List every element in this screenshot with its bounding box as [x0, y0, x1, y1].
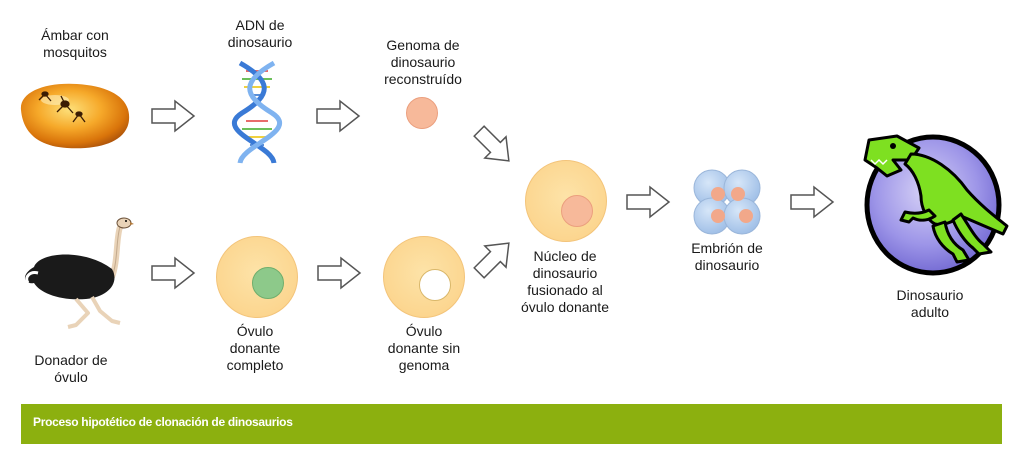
arrow-amber-to-dna: [151, 99, 196, 133]
label-dna: ADN de dinosaurio: [227, 17, 293, 50]
label-ostrich: Donador de óvulo: [34, 352, 108, 385]
ovum-empty-hole: [419, 269, 451, 301]
ovum-empty-cell: [383, 236, 465, 318]
fused-nucleus: [561, 195, 593, 227]
label-ovum-complete: Óvulo donante completo: [226, 323, 284, 373]
ovum-complete-cell: [216, 236, 298, 318]
label-genome: Genoma de dinosaurio reconstruído: [384, 37, 462, 87]
arrow-empty-to-fused: [473, 242, 510, 279]
label-ovum-empty: Óvulo donante sin genoma: [387, 323, 461, 373]
dinosaur-icon: [863, 134, 1009, 276]
dna-helix-icon: [231, 60, 283, 164]
label-fused: Núcleo de dinosaurio fusionado al óvulo …: [521, 248, 609, 315]
ostrich-icon: [24, 217, 134, 329]
genome-nucleus: [406, 97, 438, 129]
arrow-genome-to-fused: [473, 125, 510, 162]
label-embryo: Embrión de dinosaurio: [691, 240, 763, 273]
arrow-ostrich-to-ovum: [151, 256, 196, 290]
caption-text: Proceso hipotético de clonación de dinos…: [33, 415, 293, 429]
caption-bar: Proceso hipotético de clonación de dinos…: [21, 404, 1002, 444]
arrow-dna-to-genome: [316, 99, 361, 133]
ovum-complete-nucleus: [252, 267, 284, 299]
fused-cell: [525, 160, 607, 242]
label-amber: Ámbar con mosquitos: [41, 27, 109, 60]
embryo-icon: [693, 169, 761, 235]
label-adult: Dinosaurio adulto: [896, 287, 964, 320]
amber-icon: [20, 83, 130, 149]
arrow-ovum-to-empty: [317, 256, 362, 290]
arrow-fused-to-embryo: [626, 185, 671, 219]
arrow-embryo-to-adult: [790, 185, 835, 219]
